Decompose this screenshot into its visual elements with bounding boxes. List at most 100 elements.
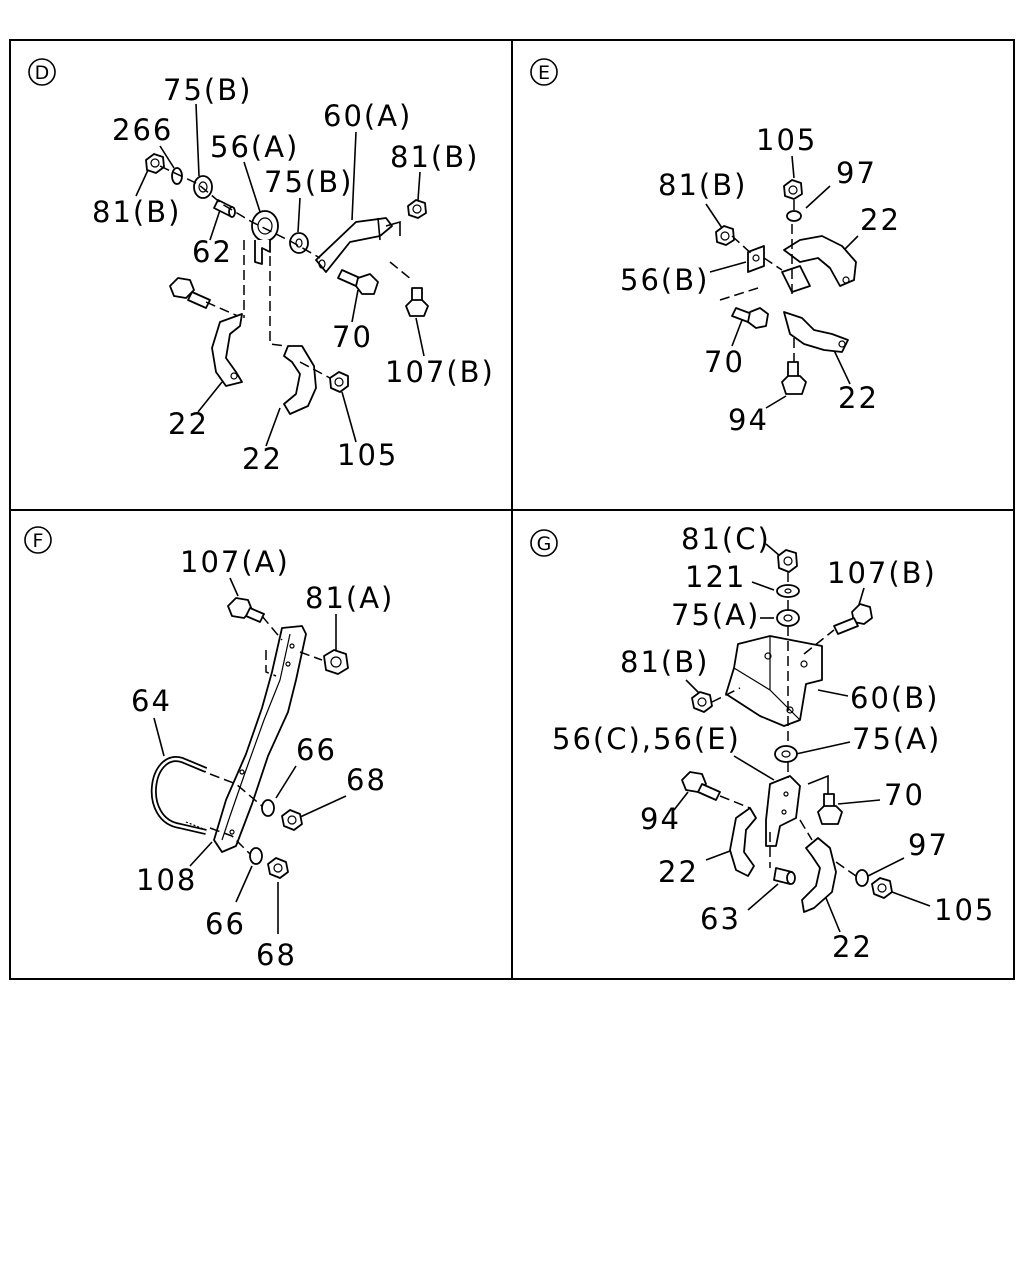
clamp-icon [801, 837, 837, 913]
panel-g-marker [530, 529, 558, 557]
nut-icon [329, 371, 349, 393]
callout-94-g: 94 [640, 802, 681, 836]
panel-d: D 75(B) 266 81(B) 56(A) 62 75(B) 60(A) 8… [28, 58, 495, 476]
callout-68-f1: 68 [346, 763, 387, 797]
callout-107a-f: 107(A) [180, 545, 290, 579]
bracket-icon [725, 635, 823, 727]
callout-105-d: 105 [337, 438, 398, 472]
callout-62-d: 62 [192, 235, 233, 269]
clamp-icon [783, 311, 849, 353]
callout-63-g: 63 [700, 902, 741, 936]
callout-66-f1: 66 [296, 733, 337, 767]
callout-64-f: 64 [131, 684, 172, 718]
callout-22-d2: 22 [242, 442, 283, 476]
bolt-icon [337, 269, 379, 295]
callout-22-e2: 22 [838, 381, 879, 415]
nut-icon [323, 649, 349, 675]
bracket-icon [251, 210, 279, 265]
clamp-icon [283, 345, 317, 415]
panel-d-marker [28, 58, 56, 86]
callout-81b-e: 81(B) [658, 168, 747, 202]
bushing-icon [774, 745, 798, 763]
callout-75b-d1: 75(B) [163, 73, 252, 107]
callout-266-d: 266 [112, 113, 173, 147]
panel-g: G 81(C) 121 107(B) 75(A) 81(B) 60(B) 56(… [530, 522, 995, 964]
bolt-icon [833, 603, 873, 635]
bracket-icon [765, 774, 829, 847]
bolt-icon [169, 277, 211, 309]
nut-icon [267, 857, 289, 879]
bolt-icon [817, 793, 843, 825]
callout-70-d: 70 [332, 320, 373, 354]
nut-icon [691, 691, 713, 713]
bolt-icon [405, 287, 429, 317]
callout-22-g1: 22 [658, 855, 699, 889]
panel-e: E 105 97 81(B) 22 56(B) 70 94 22 [530, 58, 901, 437]
callout-56a-d: 56(A) [210, 130, 299, 164]
callout-68-f2: 68 [256, 938, 297, 972]
washer-icon [786, 210, 802, 222]
panel-f-marker [24, 526, 52, 554]
panel-d-letter: D [35, 62, 50, 84]
washer-icon [249, 847, 263, 865]
washer-icon [855, 869, 869, 887]
callout-70-g: 70 [884, 778, 925, 812]
callout-94-e: 94 [728, 403, 769, 437]
callout-66-f2: 66 [205, 907, 246, 941]
washer-icon [776, 584, 800, 598]
callout-81b-d1: 81(B) [92, 195, 181, 229]
clamp-icon [211, 313, 243, 387]
washer-icon [261, 799, 275, 817]
callout-75a-g1: 75(A) [671, 598, 760, 632]
bushing-icon [193, 175, 213, 199]
nut-icon [281, 809, 303, 831]
u-bolt-icon [150, 756, 208, 835]
callout-121-g: 121 [685, 560, 746, 594]
callout-81b-g: 81(B) [620, 645, 709, 679]
bolt-icon [781, 361, 807, 395]
nut-icon [145, 153, 165, 174]
clamp-icon [783, 235, 857, 287]
nut-icon [871, 877, 893, 899]
nut-icon [407, 199, 427, 219]
panel-e-marker [530, 58, 558, 86]
panel-f-letter: F [33, 530, 44, 552]
callout-56c-56e-g: 56(C),56(E) [552, 722, 741, 756]
callout-75b-d2: 75(B) [264, 165, 353, 199]
collar-icon [773, 867, 796, 885]
callout-60a-d: 60(A) [323, 99, 412, 133]
callout-81a-f: 81(A) [305, 581, 394, 615]
callout-81c-g: 81(C) [681, 522, 771, 556]
nut-icon [777, 549, 798, 573]
bolt-icon [227, 597, 265, 623]
callout-107b-g: 107(B) [827, 556, 937, 590]
clamp-icon [729, 807, 757, 877]
panel-g-letter: G [537, 533, 552, 555]
callout-75a-g2: 75(A) [852, 722, 941, 756]
callout-108-f: 108 [136, 863, 197, 897]
callout-97-g: 97 [908, 828, 949, 862]
callout-22-d1: 22 [168, 407, 209, 441]
bolt-icon [731, 307, 769, 329]
callout-105-g: 105 [934, 893, 995, 927]
nut-icon [715, 225, 735, 246]
callout-81b-d2: 81(B) [390, 140, 479, 174]
bushing-icon [776, 609, 800, 627]
callout-97-e: 97 [836, 156, 877, 190]
collar-icon [213, 199, 236, 218]
bracket-icon [747, 245, 811, 293]
bracket-icon [213, 625, 307, 853]
callout-56b-e: 56(B) [620, 263, 709, 297]
panel-f: F 107(A) 81(A) 64 66 68 108 66 68 [24, 526, 394, 972]
callout-22-g2: 22 [832, 930, 873, 964]
bolt-icon [681, 771, 721, 801]
nut-icon [783, 179, 803, 200]
callout-22-e1: 22 [860, 203, 901, 237]
panel-e-letter: E [538, 62, 550, 84]
bracket-icon [315, 217, 401, 273]
callout-107b-d: 107(B) [385, 355, 495, 389]
callout-60b-g: 60(B) [850, 681, 939, 715]
callout-70-e: 70 [704, 345, 745, 379]
callout-105-e: 105 [756, 123, 817, 157]
